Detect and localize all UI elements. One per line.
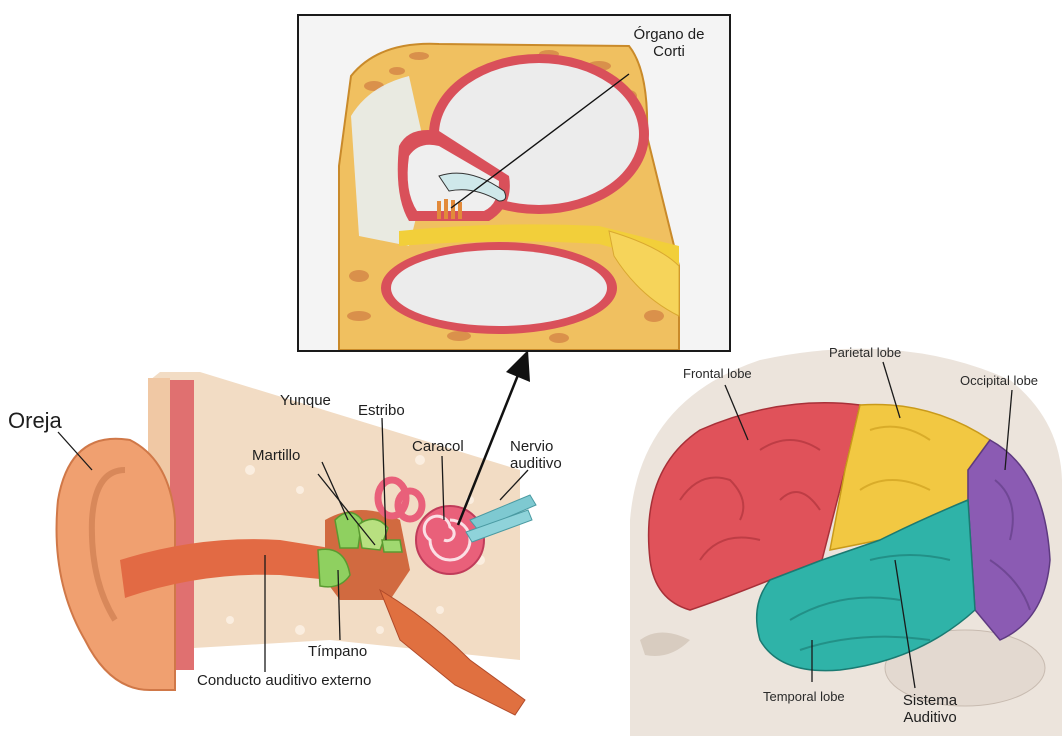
sistema-label-line1: Sistema bbox=[890, 692, 970, 709]
parietal-lobe-label: Parietal lobe bbox=[829, 346, 901, 361]
sistema-auditivo-label: Sistema Auditivo bbox=[890, 692, 970, 727]
temporal-lobe-label: Temporal lobe bbox=[763, 690, 845, 705]
sistema-label-line2: Auditivo bbox=[890, 709, 970, 726]
occipital-lobe-label: Occipital lobe bbox=[960, 374, 1038, 389]
frontal-lobe-label: Frontal lobe bbox=[683, 367, 752, 382]
